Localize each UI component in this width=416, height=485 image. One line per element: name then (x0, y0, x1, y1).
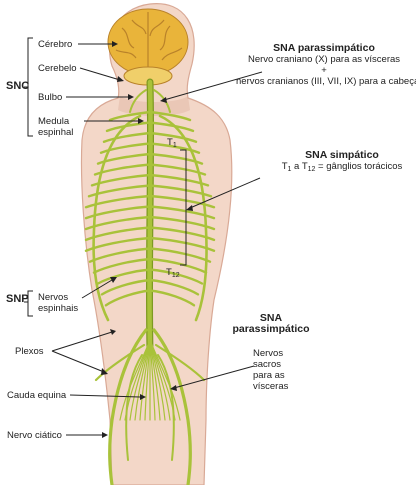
spinal-nerve-right (148, 226, 216, 242)
cauda-equina-fiber (149, 339, 181, 421)
spinal-nerve-right (148, 236, 216, 252)
sna-bottom-line2: sacros (253, 359, 281, 370)
snc-label: SNC (6, 80, 30, 92)
sna-bottom-text: Nervos sacros para as vísceras (253, 348, 288, 392)
sna-parassimpatico-bottom: SNA parassimpático (226, 313, 316, 335)
label-t1: T1 (167, 137, 177, 149)
spinal-nerve-left (96, 152, 152, 165)
label-nervos-line1: Nervos (38, 292, 69, 303)
sna-parassimpatico-line1: Nervo craniano (X) para as vísceras (247, 54, 401, 65)
label-cerebro: Cérebro (38, 39, 73, 50)
sna-parassimpatico-line2: + (321, 65, 327, 76)
spinal-nerve-right (148, 289, 196, 307)
spinal-nerve-left (92, 257, 152, 274)
spinal-nerve-right (148, 110, 192, 122)
label-cerebelo: Cerebelo (38, 63, 77, 74)
spinal-nerve-right (148, 205, 216, 220)
spinal-nerve-left (84, 215, 152, 231)
sna-bottom-line3: para as (253, 370, 285, 381)
spinal-nerve-right (148, 278, 200, 296)
spinal-nerve-left (84, 205, 152, 220)
snp-label: SNP (6, 293, 29, 305)
spinal-nerve-right (148, 142, 201, 154)
sciatic-nerve-right (152, 328, 192, 485)
sna-simpatico-line: T1 a T12 = gânglios torácicos (281, 161, 403, 173)
spinal-nerve-right (148, 152, 204, 165)
spinal-nerve-left (102, 131, 152, 143)
label-bulbo: Bulbo (38, 92, 63, 103)
sciatic-nerve-left (108, 328, 148, 485)
sna-simpatico: SNA simpático T1 a T12 = gânglios toráci… (272, 150, 412, 175)
label-medula: Medula espinhal (38, 116, 73, 138)
plexus-branch-left (94, 343, 146, 382)
spinal-nerve-left (84, 236, 152, 252)
sna-bottom-title2: parassimpático (232, 323, 310, 335)
label-nervos-line2: espinhais (38, 303, 79, 314)
spinal-nerve-left (104, 289, 152, 307)
sna-bottom-title1: SNA (259, 312, 283, 324)
brain-gyri (115, 12, 183, 70)
spinal-nerve-right (148, 131, 198, 143)
cranial-nerve-left (129, 89, 147, 113)
label-nervos-espinhais: Nervos espinhais (38, 292, 78, 314)
spinal-nerve-left (84, 226, 152, 242)
spinal-nerve-left (84, 194, 152, 209)
spinal-nerve-left (87, 184, 152, 198)
spinal-nerve-left (93, 163, 152, 176)
label-t12: T12 (166, 267, 180, 279)
sna-simpatico-title: SNA simpático (305, 149, 379, 161)
label-plexos: Plexos (15, 346, 44, 357)
arm-nerve-right (158, 114, 208, 322)
nerve-network (84, 78, 216, 485)
sna-parassimpatico-top: SNA parassimpático Nervo craniano (X) pa… (236, 42, 416, 88)
label-cauda-equina: Cauda equina (7, 390, 67, 401)
spinal-nerve-left (99, 142, 152, 154)
label-nervo-ciatico: Nervo ciático (7, 430, 62, 441)
spinal-nerve-left (90, 173, 152, 187)
spinal-nerve-right (148, 215, 216, 231)
sna-parassimpatico-title: SNA parassimpático (273, 42, 375, 54)
label-medula-line1: Medula (38, 116, 70, 127)
body-silhouette (80, 3, 233, 485)
neck (118, 96, 190, 116)
label-medula-line2: espinhal (38, 127, 74, 138)
spinal-nerve-right (148, 268, 204, 285)
sna-parassimpatico-line3: nervos cranianos (III, VII, IX) para a c… (236, 76, 416, 87)
leg-nerve-right-inner (157, 354, 175, 461)
sna-bottom-line4: vísceras (253, 381, 289, 392)
leg-nerve-left-inner (125, 354, 143, 461)
spinal-nerve-left (108, 110, 152, 122)
sna-bottom-line1: Nervos (253, 348, 284, 359)
